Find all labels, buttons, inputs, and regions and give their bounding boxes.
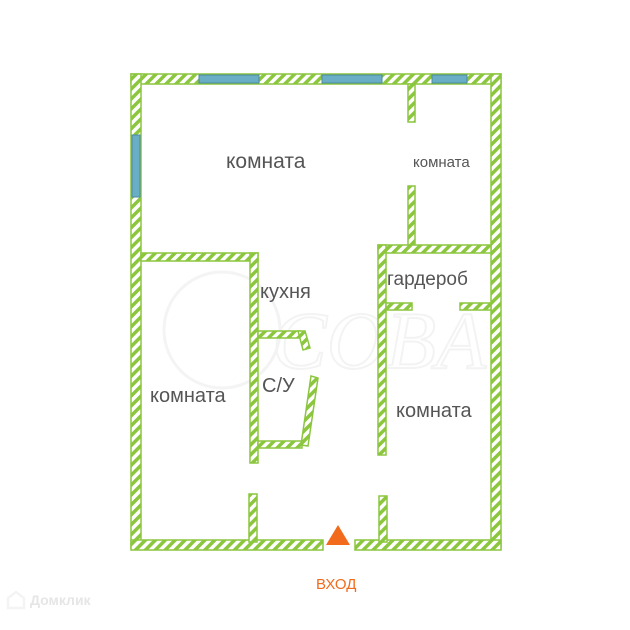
room-label-main: комната [226,150,306,173]
window-top-2 [321,74,383,84]
room-label-kitchen: кухня [260,281,311,303]
domclick-watermark: Домклик [30,592,91,608]
room-label-small: комната [413,154,470,171]
window-left [131,134,141,198]
entrance-arrow-icon [326,525,350,545]
entrance-label: ВХОД [316,576,357,593]
window-top-1 [198,74,260,84]
windows [131,74,468,198]
walls [130,73,502,551]
domclick-logo-icon [6,590,26,610]
room-label-wardrobe: гардероб [387,269,468,290]
room-label-right: комната [396,400,472,422]
room-label-bathroom: С/У [262,375,295,397]
window-top-3 [431,74,468,84]
room-label-left: комната [150,385,226,407]
